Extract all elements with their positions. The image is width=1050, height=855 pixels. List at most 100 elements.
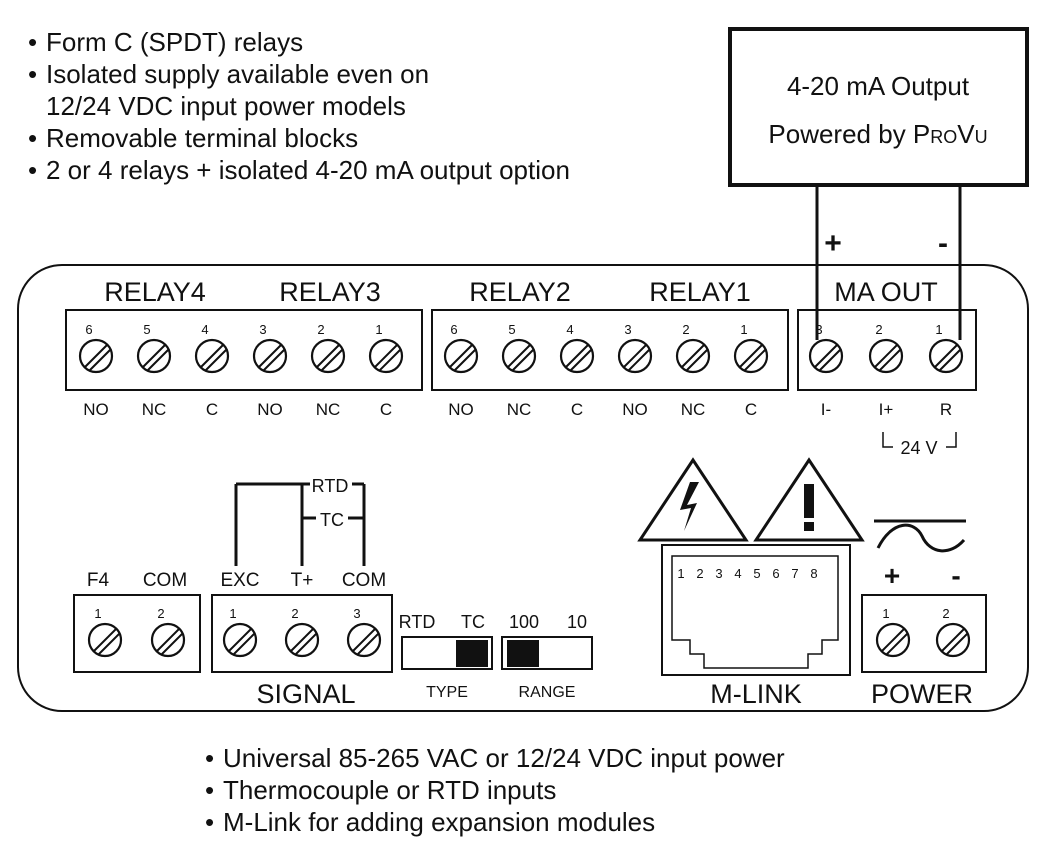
pin-label: C bbox=[571, 400, 583, 419]
pin-number: 4 bbox=[201, 322, 208, 337]
f4-terminal: F4 COM bbox=[73, 570, 201, 673]
svg-text:Powered by ProVu: Powered by ProVu bbox=[768, 119, 987, 149]
f4-terminal-screw[interactable]: 2 bbox=[150, 606, 186, 658]
pin-label: C bbox=[745, 400, 757, 419]
feature-item: •Isolated supply available even on bbox=[28, 59, 430, 89]
svg-text:24 V: 24 V bbox=[900, 438, 937, 458]
relay-terminal-screw[interactable]: 1C bbox=[368, 322, 404, 419]
mlink-pin-number: 2 bbox=[696, 566, 703, 581]
pin-label: NO bbox=[257, 400, 283, 419]
svg-text:TYPE: TYPE bbox=[426, 684, 468, 701]
pin-number: 3 bbox=[353, 606, 360, 621]
pin-number: 3 bbox=[815, 322, 822, 337]
ma-out-terminal-screw[interactable]: 1R bbox=[928, 322, 964, 419]
mlink-pin-number: 3 bbox=[715, 566, 722, 581]
svg-text:EXC: EXC bbox=[220, 570, 259, 591]
type-switch-slider bbox=[456, 640, 488, 667]
output-minus: - bbox=[938, 227, 948, 260]
output-plus: + bbox=[824, 227, 842, 260]
feature-item: •M-Link for adding expansion modules bbox=[205, 807, 656, 837]
pin-label: NC bbox=[142, 400, 167, 419]
pin-number: 6 bbox=[450, 322, 457, 337]
meter-rear-panel bbox=[17, 264, 1029, 712]
pin-number: 1 bbox=[882, 606, 889, 621]
signal-terminal-screw[interactable]: 3 bbox=[346, 606, 382, 658]
relay-block-a bbox=[65, 309, 423, 391]
feature-list-bottom: •Universal 85-265 VAC or 12/24 VDC input… bbox=[205, 742, 785, 838]
relay-terminal-screw[interactable]: 3NO bbox=[617, 322, 653, 419]
relay-block-b bbox=[431, 309, 789, 391]
power-terminal-screw[interactable]: 1 bbox=[875, 606, 911, 658]
svg-text:RTD: RTD bbox=[399, 612, 436, 632]
mlink-pin-number: 7 bbox=[791, 566, 798, 581]
feature-item: •Removable terminal blocks bbox=[28, 123, 359, 153]
pin-number: 3 bbox=[624, 322, 631, 337]
pin-label: NO bbox=[83, 400, 109, 419]
pin-number: 2 bbox=[942, 606, 949, 621]
relay-terminal-screw[interactable]: 2NC bbox=[310, 322, 346, 419]
relay-terminal-screw[interactable]: 6NO bbox=[443, 322, 479, 419]
ma-out-terminal-screw[interactable]: 3I- bbox=[808, 322, 844, 419]
pin-label: I- bbox=[821, 400, 831, 419]
pin-number: 5 bbox=[508, 322, 515, 337]
svg-text:POWER: POWER bbox=[871, 679, 973, 709]
pin-number: 1 bbox=[935, 322, 942, 337]
pin-number: 6 bbox=[85, 322, 92, 337]
f4-terminal-screw[interactable]: 1 bbox=[87, 606, 123, 658]
svg-text:TC: TC bbox=[461, 612, 485, 632]
output-box: 4-20 mA Output Powered by ProVu + - bbox=[728, 27, 1029, 340]
pin-label: I+ bbox=[879, 400, 894, 419]
signal-terminal-screw[interactable]: 1 bbox=[222, 606, 258, 658]
pin-label: C bbox=[206, 400, 218, 419]
relay-terminal-screw[interactable]: 4C bbox=[559, 322, 595, 419]
power-terminal-screw[interactable]: 2 bbox=[935, 606, 971, 658]
relay-terminal-screw[interactable]: 4C bbox=[194, 322, 230, 419]
feature-list-top: •Form C (SPDT) relays •Isolated supply a… bbox=[28, 26, 570, 186]
relay-terminal-screw[interactable]: 5NC bbox=[136, 322, 172, 419]
relay-terminal-screw[interactable]: 2NC bbox=[675, 322, 711, 419]
pin-number: 1 bbox=[375, 322, 382, 337]
svg-text:COM: COM bbox=[342, 570, 386, 591]
pin-number: 4 bbox=[566, 322, 573, 337]
svg-text:RELAY2: RELAY2 bbox=[469, 277, 571, 307]
ac-sine-icon bbox=[874, 519, 966, 553]
pin-number: 5 bbox=[143, 322, 150, 337]
range-switch[interactable]: 100 10 RANGE bbox=[501, 612, 593, 701]
pin-number: 2 bbox=[682, 322, 689, 337]
svg-text:SIGNAL: SIGNAL bbox=[256, 679, 355, 709]
signal-terminal-screw[interactable]: 2 bbox=[284, 606, 320, 658]
mlink-pin-number: 1 bbox=[677, 566, 684, 581]
pin-number: 2 bbox=[291, 606, 298, 621]
feature-item: •Thermocouple or RTD inputs bbox=[205, 775, 557, 805]
pin-label: NC bbox=[507, 400, 532, 419]
feature-item: •2 or 4 relays + isolated 4-20 mA output… bbox=[28, 155, 570, 185]
relay-terminal-screw[interactable]: 5NC bbox=[501, 322, 537, 419]
range-switch-slider bbox=[507, 640, 539, 667]
svg-text:T+: T+ bbox=[291, 570, 314, 591]
supply-bracket: 24 V bbox=[882, 432, 957, 458]
pin-number: 2 bbox=[875, 322, 882, 337]
mlink-pin-number: 6 bbox=[772, 566, 779, 581]
svg-text:M-LINK: M-LINK bbox=[710, 679, 802, 709]
signal-terminal: EXC T+ COM SIGNAL bbox=[211, 570, 393, 709]
svg-text:10: 10 bbox=[567, 612, 587, 632]
relay-terminal-screw[interactable]: 1C bbox=[733, 322, 769, 419]
svg-text:4-20 mA Output: 4-20 mA Output bbox=[787, 71, 970, 101]
relay-terminal-screw[interactable]: 3NO bbox=[252, 322, 288, 419]
power-terminal bbox=[861, 594, 987, 673]
ma-out-terminal-screw[interactable]: 2I+ bbox=[868, 322, 904, 419]
type-switch[interactable]: RTD TC TYPE bbox=[399, 612, 493, 701]
pin-number: 2 bbox=[317, 322, 324, 337]
svg-text:F4: F4 bbox=[87, 570, 110, 591]
feature-item: •Form C (SPDT) relays bbox=[28, 27, 304, 57]
svg-text:COM: COM bbox=[143, 570, 187, 591]
svg-text:RELAY4: RELAY4 bbox=[104, 277, 206, 307]
relay-terminal-screw[interactable]: 6NO bbox=[78, 322, 114, 419]
svg-text:MA OUT: MA OUT bbox=[834, 277, 938, 307]
pin-label: NC bbox=[681, 400, 706, 419]
